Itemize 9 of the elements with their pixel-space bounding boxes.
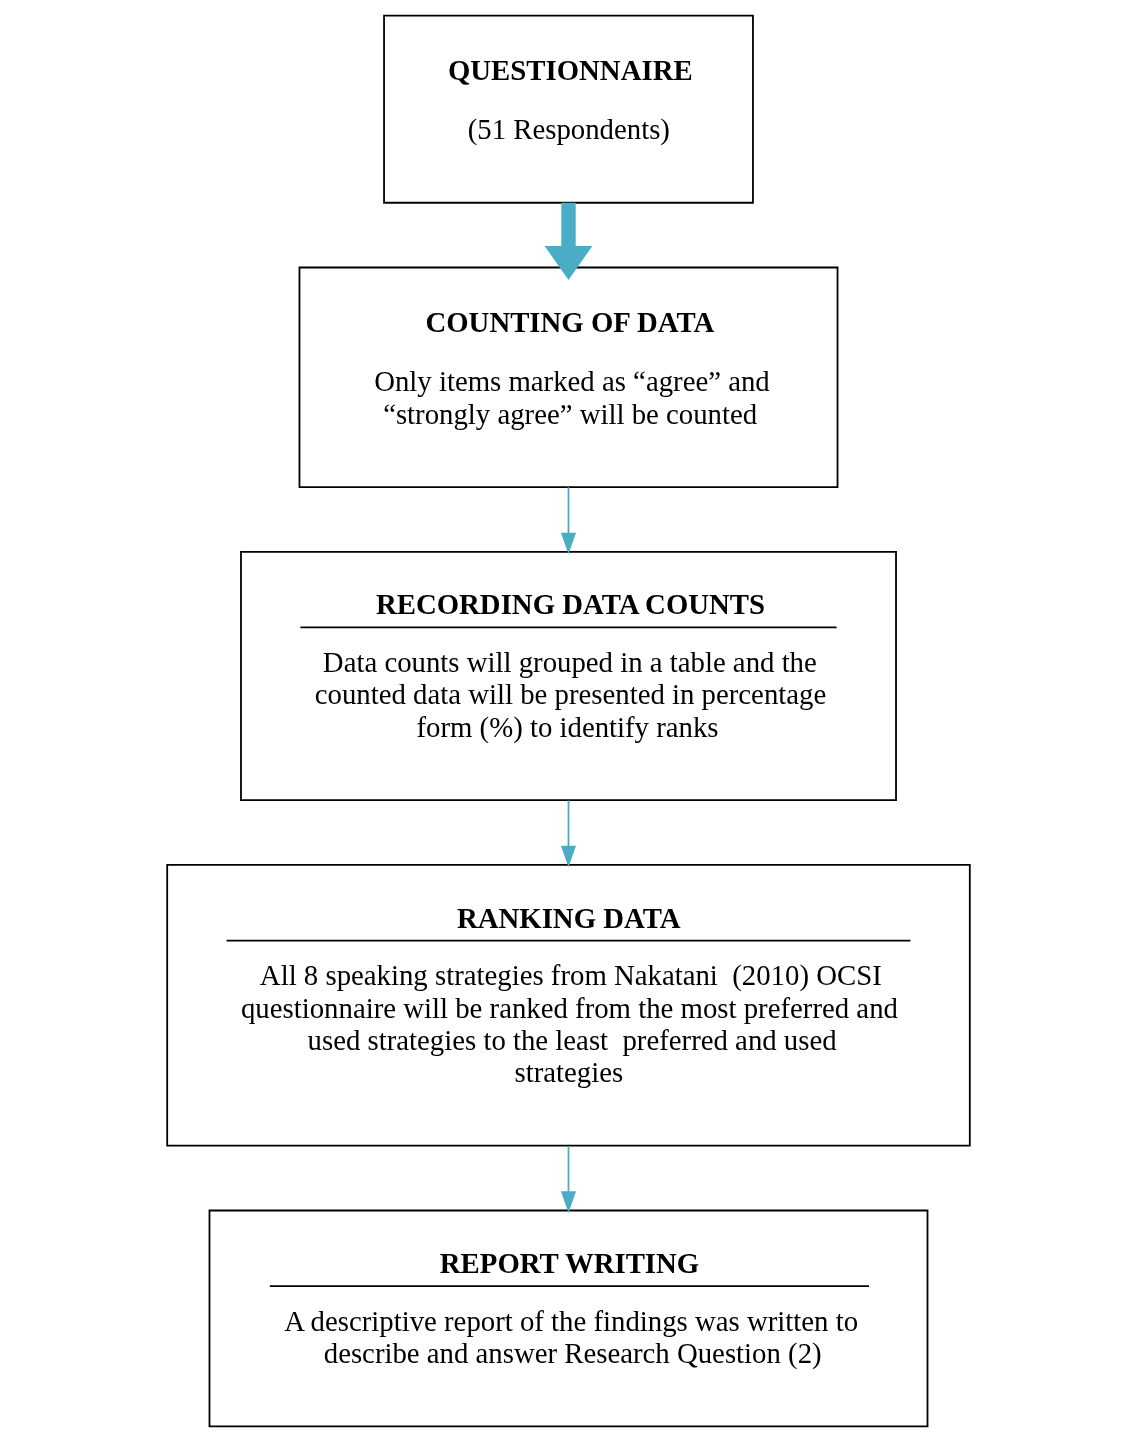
node-box: REPORT WRITING A descriptive report of the findings was written to describe and answer Research Question (2) [208, 1209, 929, 1428]
node-box: QUESTIONNAIRE (51 Respondents) [383, 14, 754, 204]
arrow [560, 486, 577, 555]
arrow [544, 202, 593, 281]
node-box: RECORDING DATA COUNTS Data counts will grouped in a table and the counted data will be presented in percentage form (%) to identify ranks [240, 550, 897, 802]
arrow [560, 799, 577, 868]
node-box: COUNTING OF DATA Only items marked as “agree” and “strongly agree” will be counted [298, 266, 839, 488]
node-box: RANKING DATA All 8 speaking strategies from Nakatani (2010) OCSI questionnaire will be ranked from the most preferred and used strategies to the least preferred and used strategies [166, 864, 971, 1147]
arrow [560, 1145, 577, 1213]
